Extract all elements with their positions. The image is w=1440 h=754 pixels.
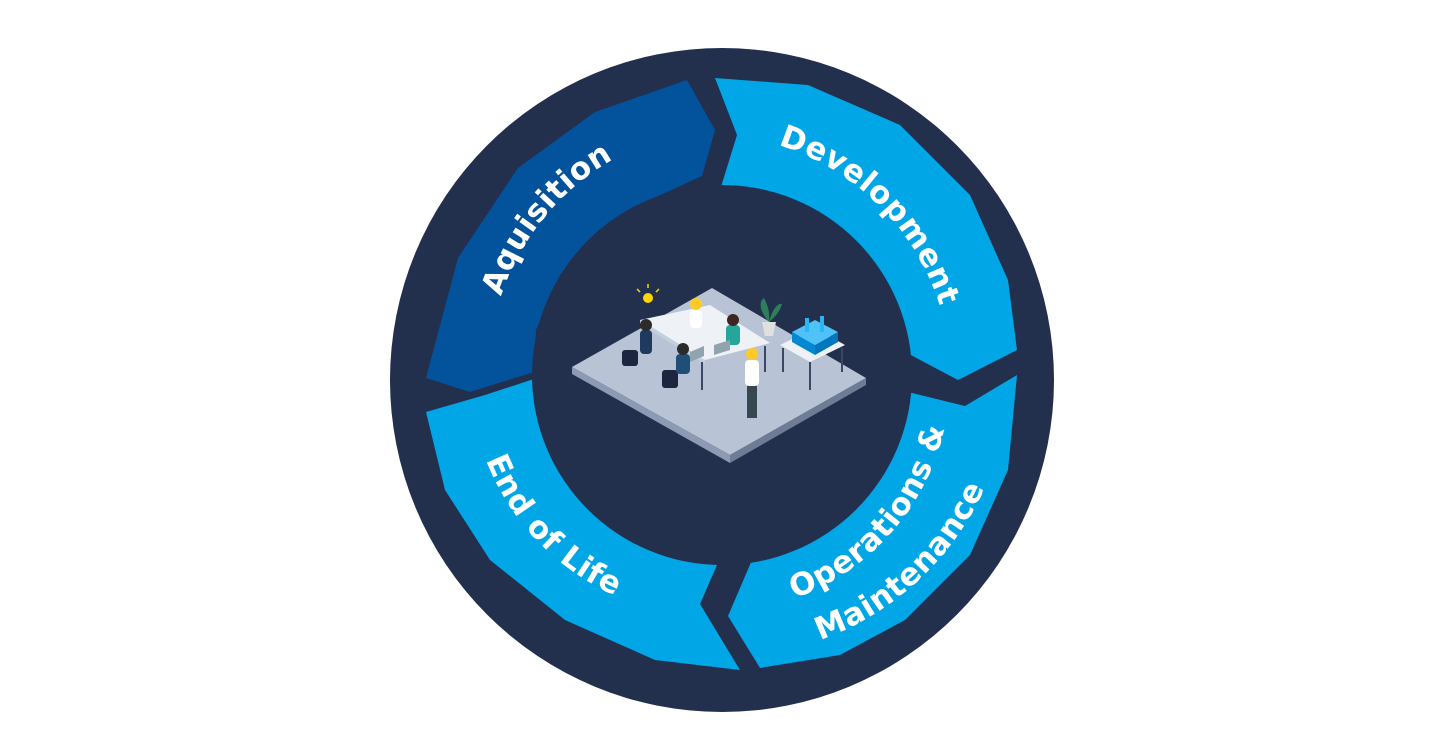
meeting-table-side — [640, 320, 705, 364]
person-head — [690, 298, 702, 310]
plant-pot — [762, 322, 776, 336]
office-meeting-illustration — [572, 284, 866, 463]
floor-slab-left — [572, 367, 730, 463]
laptop — [714, 340, 730, 355]
person-head — [727, 314, 739, 326]
person-head — [746, 348, 758, 360]
building-model-left — [792, 332, 815, 355]
segment-aquisition — [426, 80, 715, 392]
person-legs — [747, 382, 757, 418]
meeting-table-top — [640, 305, 770, 360]
segment-end-of-life — [426, 378, 740, 670]
person-body — [690, 310, 702, 328]
person-chair — [662, 370, 678, 388]
segment-development — [715, 78, 1017, 380]
person-head — [640, 319, 652, 331]
segment-operations-maintenance — [728, 375, 1017, 668]
person-body — [676, 354, 690, 374]
building-tower — [805, 318, 809, 332]
plant-leaves — [760, 298, 782, 322]
lightbulb-ray — [655, 288, 660, 293]
person-body — [640, 330, 652, 354]
person-body — [726, 325, 740, 345]
person-body — [745, 360, 759, 386]
lightbulb-ray — [636, 288, 641, 293]
person-chair — [622, 350, 638, 366]
building-model-right — [815, 332, 838, 355]
floor-slab-right — [730, 378, 866, 463]
laptop — [690, 346, 704, 362]
building-model-top — [792, 320, 838, 345]
person-head — [677, 343, 689, 355]
building-tower — [820, 316, 824, 332]
lightbulb-icon — [643, 293, 653, 303]
